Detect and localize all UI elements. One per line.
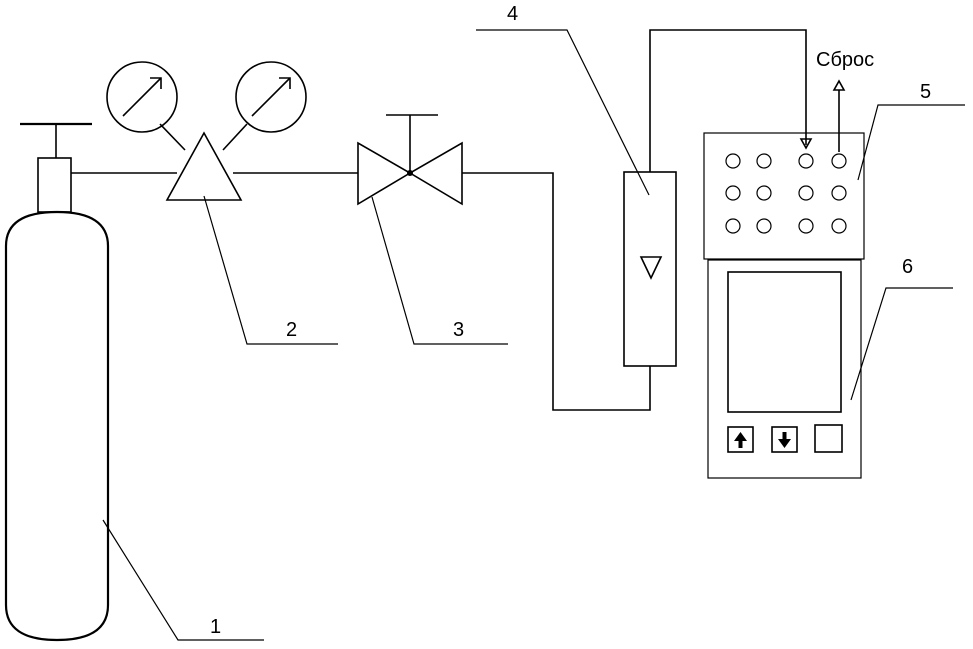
leader-5: 5 bbox=[857, 81, 965, 181]
label-3: 3 bbox=[453, 319, 464, 341]
leader-6: 6 bbox=[850, 256, 953, 401]
arrow-down-icon bbox=[771, 426, 798, 453]
instrument-display bbox=[727, 271, 842, 413]
pipe-valve-flowmeter bbox=[462, 172, 651, 411]
needle-valve bbox=[357, 114, 463, 206]
measuring-instrument bbox=[707, 259, 862, 479]
sensor-block bbox=[703, 132, 865, 260]
label-5: 5 bbox=[920, 81, 931, 103]
label-6: 6 bbox=[902, 256, 913, 278]
label-2: 2 bbox=[286, 319, 297, 341]
pressure-gauge-left bbox=[106, 61, 178, 133]
leader-1: 1 bbox=[102, 519, 264, 641]
pressure-reducer bbox=[159, 123, 248, 201]
leader-4: 4 bbox=[476, 3, 650, 196]
gas-cylinder bbox=[4, 122, 110, 642]
pipe-flowmeter-sensor bbox=[649, 29, 807, 172]
flowmeter bbox=[623, 171, 677, 367]
pressure-gauge-right bbox=[235, 61, 307, 133]
exhaust-label: Сброс bbox=[816, 49, 874, 71]
leader-3: 3 bbox=[371, 196, 508, 345]
exhaust-arrow bbox=[832, 79, 846, 91]
label-4: 4 bbox=[507, 3, 518, 25]
blank-button bbox=[814, 424, 843, 453]
leader-2: 2 bbox=[203, 195, 338, 345]
label-1: 1 bbox=[210, 616, 221, 638]
inlet-arrow bbox=[799, 138, 813, 150]
arrow-up-icon bbox=[727, 426, 754, 453]
sensor-ports bbox=[725, 153, 847, 234]
